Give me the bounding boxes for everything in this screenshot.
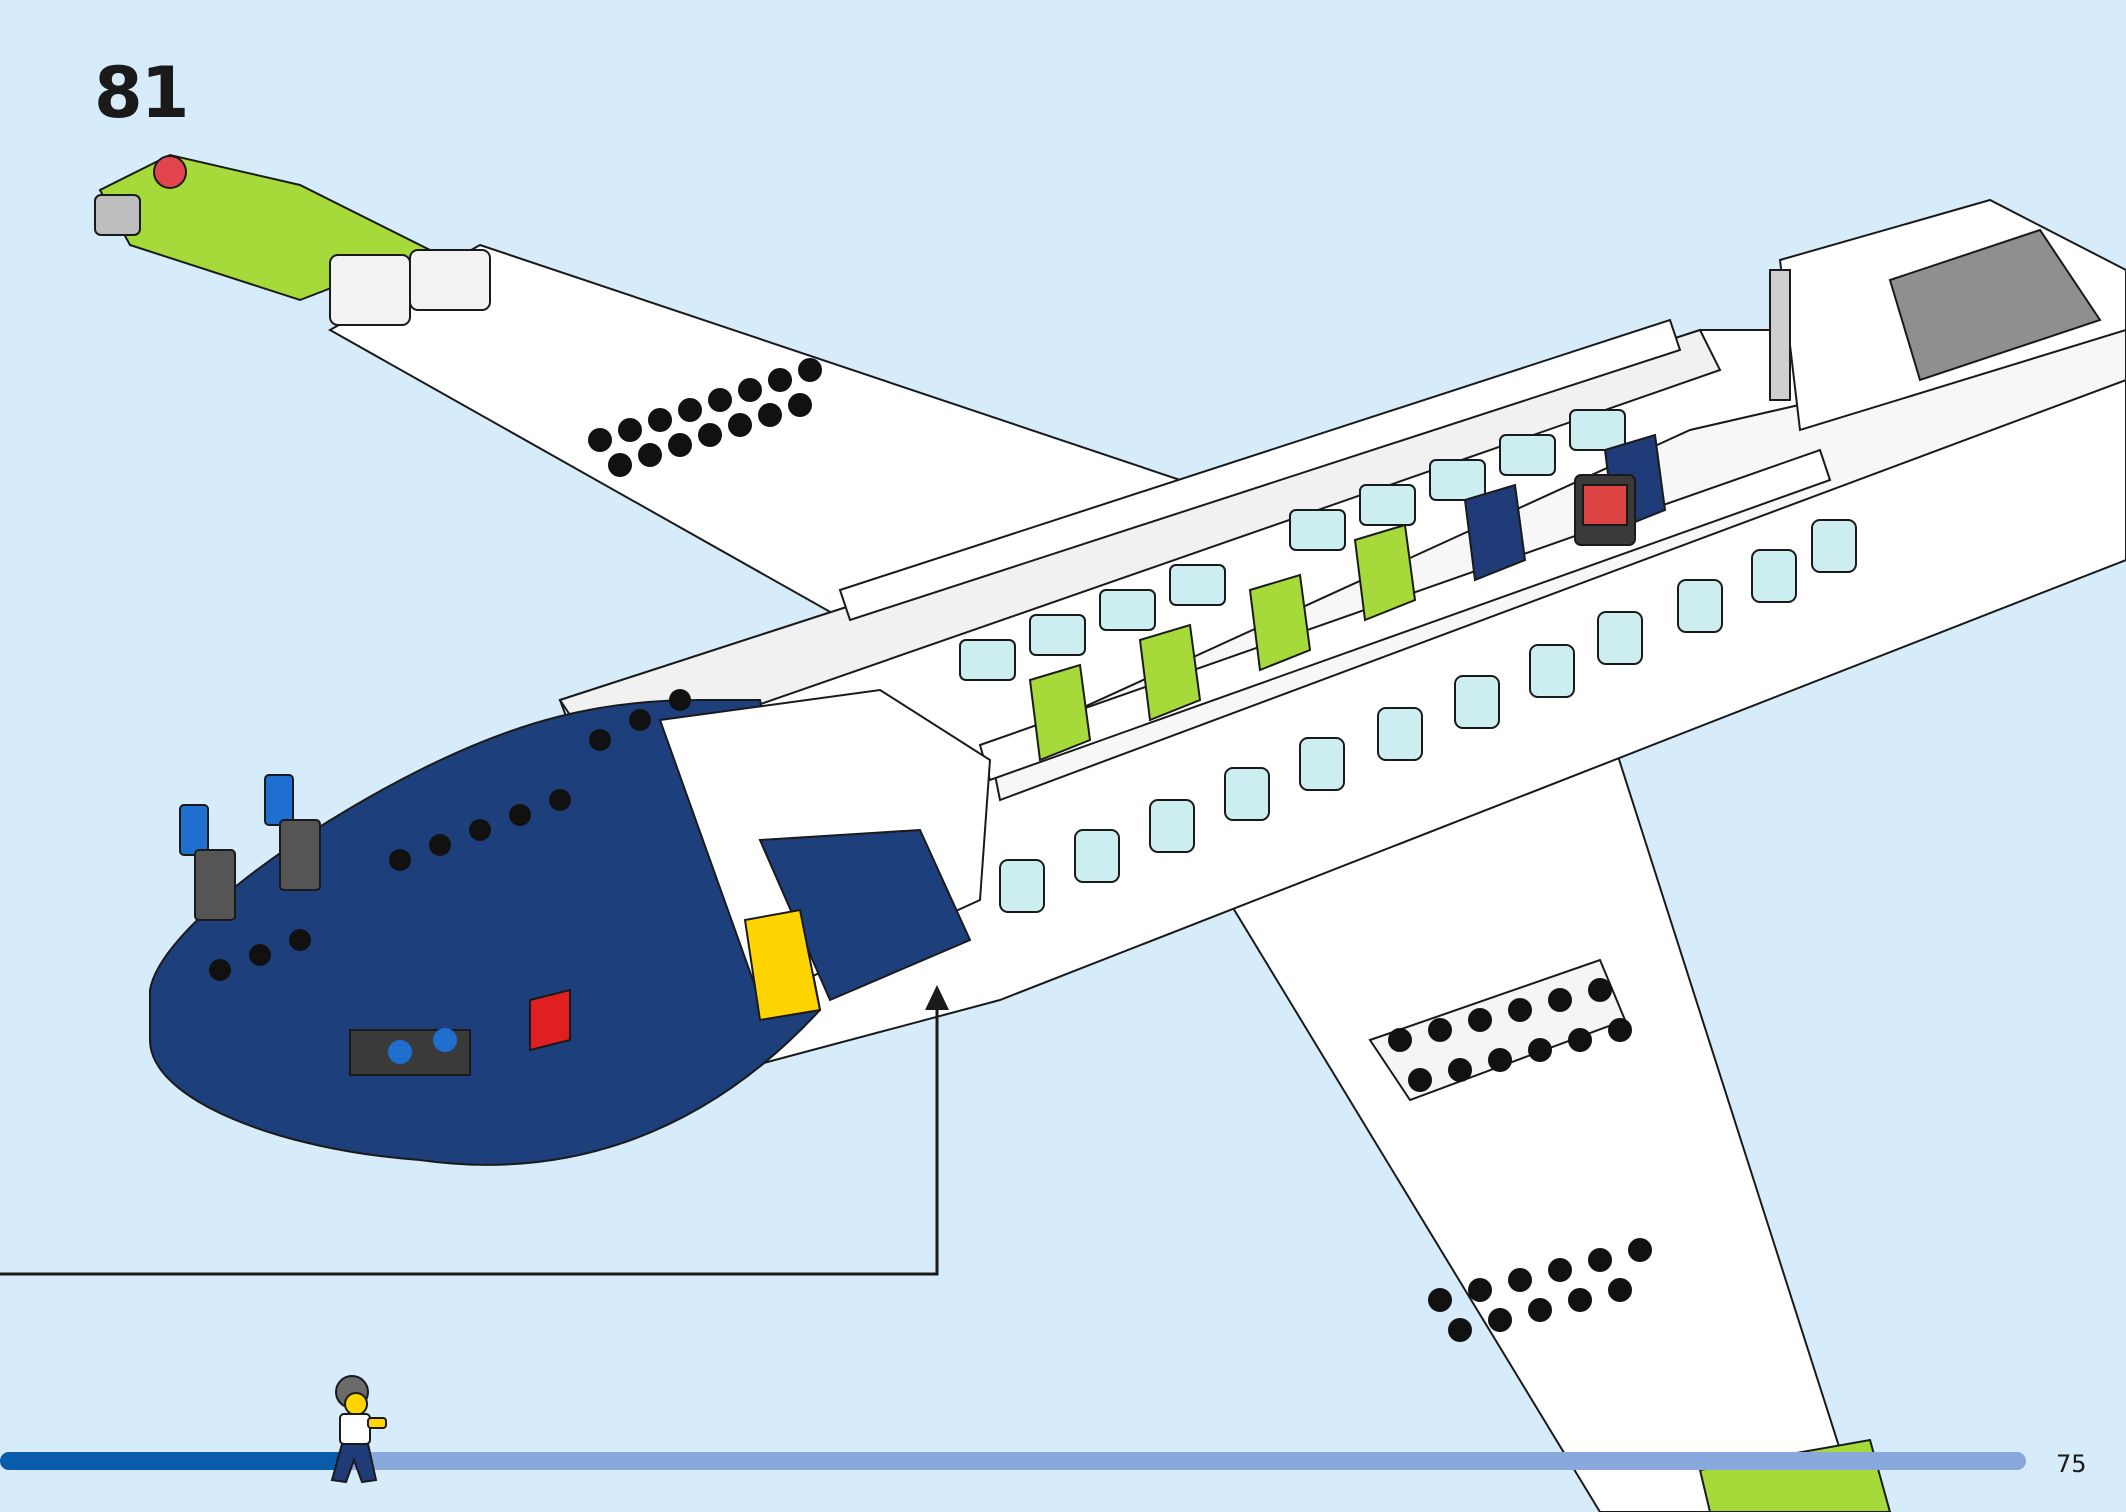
callout-pointer bbox=[0, 985, 949, 1276]
cockpit-nose bbox=[149, 688, 992, 1166]
studs bbox=[209, 358, 1652, 1342]
step-number: 81 bbox=[94, 52, 189, 134]
build-progress-bar bbox=[0, 1452, 2026, 1470]
walking-minifigure-icon bbox=[330, 1375, 387, 1484]
build-progress-fill bbox=[0, 1452, 345, 1470]
page-number: 75 bbox=[2056, 1450, 2087, 1478]
